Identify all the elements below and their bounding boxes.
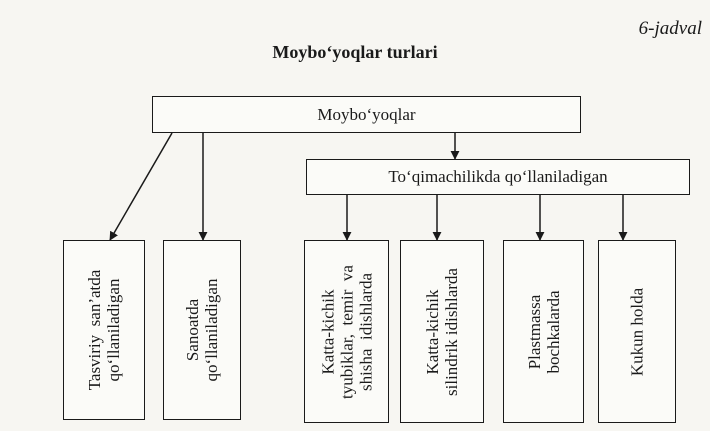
textile-group-label: To‘qimachilikda qo‘llaniladigan	[388, 167, 608, 186]
leaf-label-silindrik: Katta-kichik silindrik idishlarda	[423, 267, 461, 396]
diagram-title: Moybo‘yoqlar turlari	[272, 42, 438, 62]
arrow-root-to-tasviriy	[109, 132, 173, 241]
textile-group-node: To‘qimachilikda qo‘llaniladigan	[306, 159, 690, 195]
leaf-node-kukun: Kukun holda	[598, 240, 676, 423]
leaf-node-silindrik: Katta-kichik silindrik idishlarda	[400, 240, 484, 423]
leaf-label-tyubiklar: Katta-kichik tyubiklar, temir va shisha …	[318, 264, 375, 399]
leaf-label-plastmassa: Plastmassa bochkalarda	[524, 289, 563, 374]
leaf-label-sanoatda: Sanoatda qo‘llaniladigan	[183, 278, 221, 382]
leaf-node-tasviriy: Tasviriy san’atda qo‘llaniladigan	[63, 240, 145, 420]
root-node: Moybo‘yoqlar	[152, 96, 581, 133]
leaf-node-sanoatda: Sanoatda qo‘llaniladigan	[163, 240, 241, 420]
leaf-node-tyubiklar: Katta-kichik tyubiklar, temir va shisha …	[304, 240, 389, 423]
leaf-label-tasviriy: Tasviriy san’atda qo‘llaniladigan	[85, 269, 123, 391]
leaf-node-plastmassa: Plastmassa bochkalarda	[503, 240, 584, 423]
root-node-label: Moybo‘yoqlar	[317, 104, 416, 124]
leaf-label-kukun: Kukun holda	[627, 287, 647, 376]
table-number: 6-jadval	[638, 18, 702, 39]
